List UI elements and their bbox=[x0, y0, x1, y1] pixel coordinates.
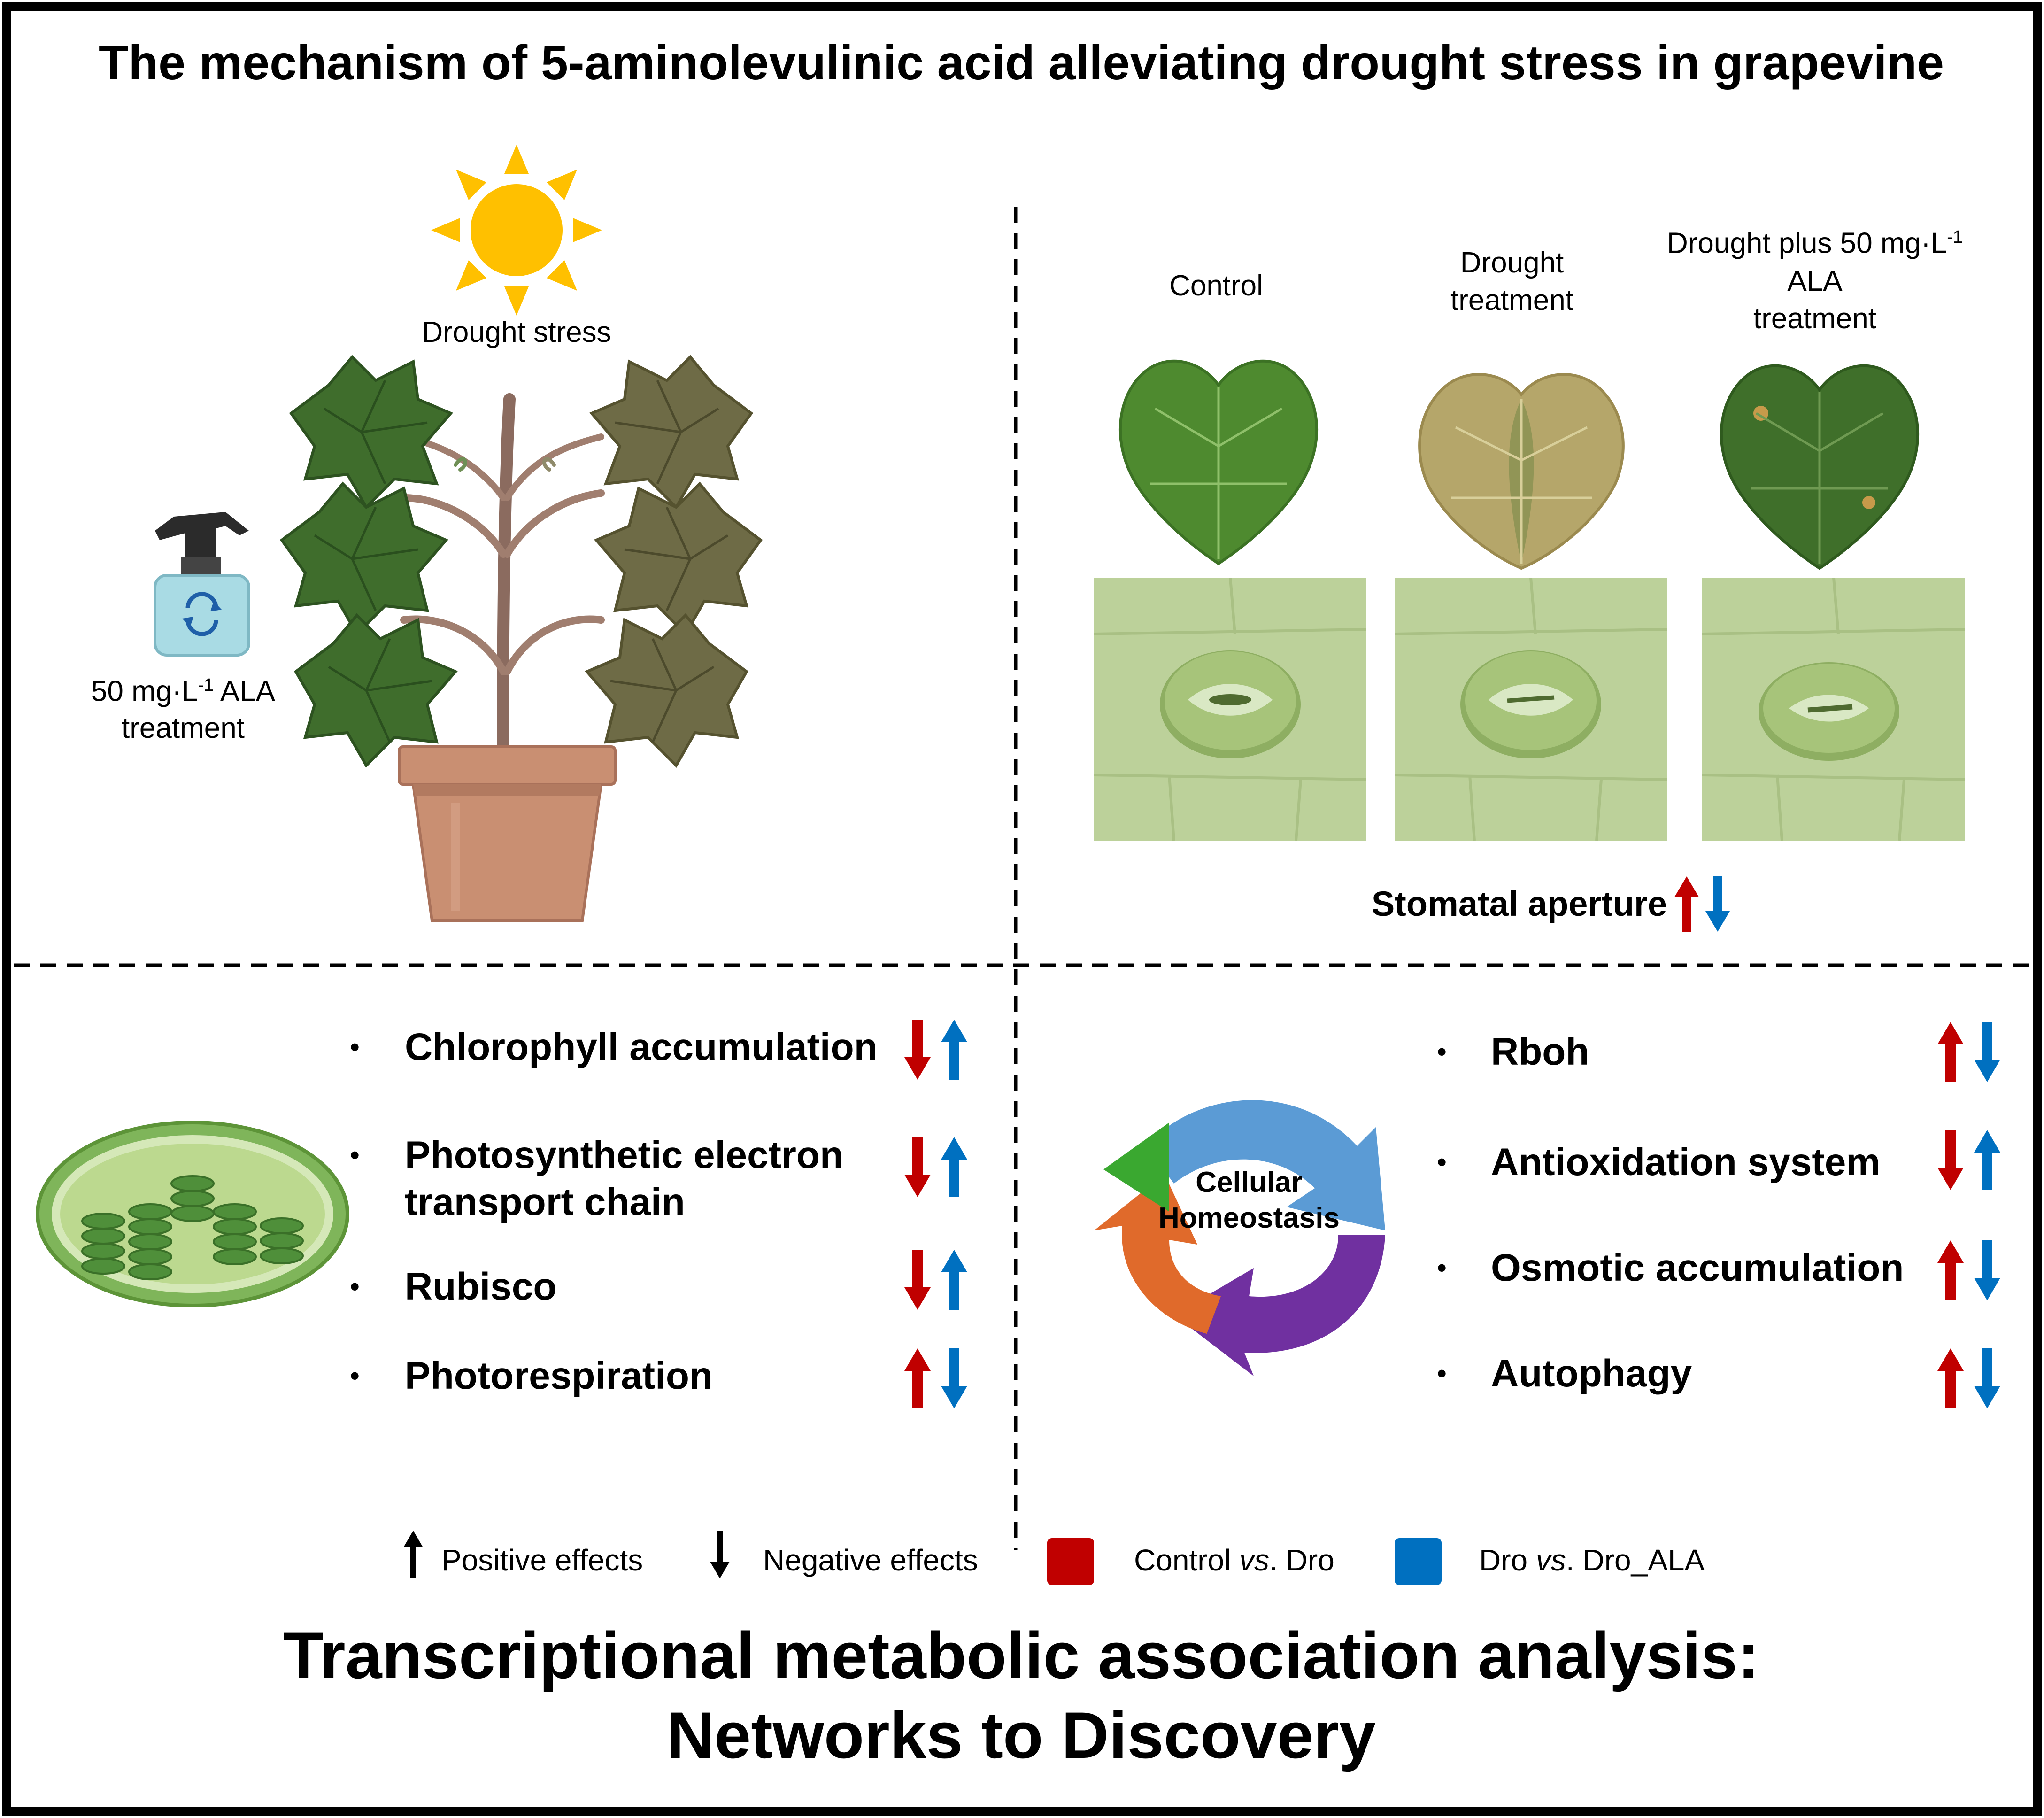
rubisco-arrows bbox=[904, 1250, 967, 1310]
drought-stress-label: Drought stress bbox=[422, 316, 611, 348]
bullet: • bbox=[350, 1031, 360, 1063]
legend-blue-b: . Dro_ALA bbox=[1566, 1543, 1705, 1577]
down-arrow-icon bbox=[941, 1348, 967, 1408]
cycle-label-line2: Homeostasis bbox=[1158, 1202, 1340, 1234]
legend-red-it: vs bbox=[1239, 1543, 1270, 1577]
down-arrow-icon bbox=[1974, 1348, 2000, 1408]
legend-blue-label: Dro vs. Dro_ALA bbox=[1479, 1543, 1705, 1578]
ala-label-line2: ALA bbox=[1787, 264, 1843, 297]
legend-blue-swatch bbox=[1395, 1538, 1442, 1585]
chloroplast-icon bbox=[36, 1121, 349, 1307]
ala-label-prefix: Drought plus 50 mg·L bbox=[1666, 227, 1947, 260]
cycle-label: Cellular Homeostasis bbox=[1136, 1165, 1362, 1236]
legend-red-label: Control vs. Dro bbox=[1134, 1543, 1334, 1578]
up-arrow-icon bbox=[941, 1250, 967, 1310]
stomatal-aperture-label: Stomatal aperture bbox=[1371, 884, 1667, 923]
bottom-title-line1: Transcriptional metabolic association an… bbox=[283, 1618, 1759, 1692]
up-arrow-icon bbox=[941, 1137, 967, 1197]
up-arrow-icon bbox=[1974, 1130, 2000, 1190]
spray-label-suffix: ALA bbox=[214, 675, 276, 708]
up-arrow-icon bbox=[1937, 1240, 1964, 1300]
list-item-rubisco: Rubisco bbox=[405, 1265, 557, 1308]
control-label: Control bbox=[1169, 270, 1263, 302]
list-item-autophagy: Autophagy bbox=[1491, 1352, 1692, 1395]
down-arrow-icon bbox=[904, 1137, 931, 1197]
rboh-arrows bbox=[1937, 1022, 2000, 1082]
antioxidation-arrows bbox=[1937, 1130, 2000, 1190]
chlorophyll-arrows bbox=[904, 1020, 967, 1080]
legend-positive: Positive effects bbox=[441, 1543, 643, 1577]
bullet: • bbox=[350, 1271, 360, 1302]
down-arrow-icon bbox=[710, 1531, 730, 1578]
grapevine-plant-icon bbox=[279, 355, 763, 768]
photorespiration-arrows bbox=[904, 1348, 967, 1408]
autophagy-arrows bbox=[1937, 1348, 2000, 1408]
bottom-title-line2: Networks to Discovery bbox=[667, 1698, 1376, 1772]
list-item-line1: Photosynthetic electron bbox=[405, 1134, 844, 1176]
bullet: • bbox=[1437, 1036, 1447, 1068]
bullet: • bbox=[1437, 1146, 1447, 1178]
bullet: • bbox=[350, 1360, 360, 1392]
bottom-title: Transcriptional metabolic association an… bbox=[47, 1616, 1996, 1775]
spray-label-sup: -1 bbox=[198, 675, 214, 695]
up-arrow-icon bbox=[1937, 1022, 1964, 1082]
control-column-label: Control bbox=[1075, 268, 1357, 304]
drought-label-line2: treatment bbox=[1450, 284, 1573, 317]
list-item-antioxidation: Antioxidation system bbox=[1491, 1141, 1881, 1184]
page-title: The mechanism of 5-aminolevulinic acid a… bbox=[99, 36, 1944, 90]
up-arrow-icon bbox=[1674, 876, 1699, 932]
ala-column-label: Drought plus 50 mg·L-1 ALA treatment bbox=[1620, 218, 2010, 338]
cycle-arrows-icon bbox=[1094, 1100, 1385, 1376]
osmotic-arrows bbox=[1937, 1240, 2000, 1300]
spray-treatment-label: 50 mg·L-1 ALA treatment bbox=[61, 667, 305, 747]
stomata-icon bbox=[1702, 578, 1965, 841]
bullet: • bbox=[1437, 1358, 1447, 1389]
bullet: • bbox=[350, 1139, 360, 1171]
legend-red-swatch bbox=[1047, 1538, 1094, 1585]
up-arrow-icon bbox=[941, 1020, 967, 1080]
ala-label-line3: treatment bbox=[1753, 302, 1876, 335]
spray-label-prefix: 50 mg·L bbox=[91, 675, 198, 708]
leaf-icon bbox=[1720, 364, 1920, 570]
bullet: • bbox=[1437, 1252, 1447, 1284]
ala-label-sup: -1 bbox=[1947, 227, 1963, 247]
list-item-rboh: Rboh bbox=[1491, 1030, 1589, 1073]
list-item-line2: transport chain bbox=[405, 1181, 685, 1223]
stomata-icon bbox=[1395, 578, 1667, 841]
legend-blue-a: Dro bbox=[1479, 1543, 1536, 1577]
down-arrow-icon bbox=[904, 1250, 931, 1310]
legend-negative: Negative effects bbox=[763, 1543, 978, 1577]
list-item-photorespiration: Photorespiration bbox=[405, 1354, 713, 1397]
down-arrow-icon bbox=[1974, 1240, 2000, 1300]
down-arrow-icon bbox=[904, 1020, 931, 1080]
stomata-icon bbox=[1094, 578, 1366, 841]
legend-red-b: . Dro bbox=[1269, 1543, 1334, 1577]
legend-blue-it: vs bbox=[1535, 1543, 1566, 1577]
legend-red-a: Control bbox=[1134, 1543, 1240, 1577]
down-arrow-icon bbox=[1705, 876, 1730, 932]
list-item-electron-transport: Photosynthetic electron transport chain bbox=[405, 1132, 921, 1226]
leaf-icon bbox=[1418, 373, 1625, 570]
sun-icon bbox=[431, 145, 602, 316]
spray-label-line2: treatment bbox=[122, 712, 245, 744]
list-item-chlorophyll: Chlorophyll accumulation bbox=[405, 1026, 878, 1068]
pot-icon bbox=[398, 745, 617, 922]
electron-transport-arrows bbox=[904, 1137, 967, 1197]
up-arrow-icon bbox=[904, 1348, 931, 1408]
drought-column-label: Drought treatment bbox=[1371, 244, 1653, 319]
drought-label-line1: Drought bbox=[1460, 247, 1564, 279]
down-arrow-icon bbox=[1974, 1022, 2000, 1082]
up-arrow-icon bbox=[1937, 1348, 1964, 1408]
down-arrow-icon bbox=[1937, 1130, 1964, 1190]
spray-bottle-icon bbox=[154, 512, 250, 657]
up-arrow-icon bbox=[403, 1531, 423, 1578]
list-item-osmotic: Osmotic accumulation bbox=[1491, 1246, 1904, 1289]
stomatal-arrows bbox=[1674, 876, 1730, 932]
cycle-label-line1: Cellular bbox=[1196, 1166, 1303, 1199]
leaf-icon bbox=[1118, 359, 1319, 565]
